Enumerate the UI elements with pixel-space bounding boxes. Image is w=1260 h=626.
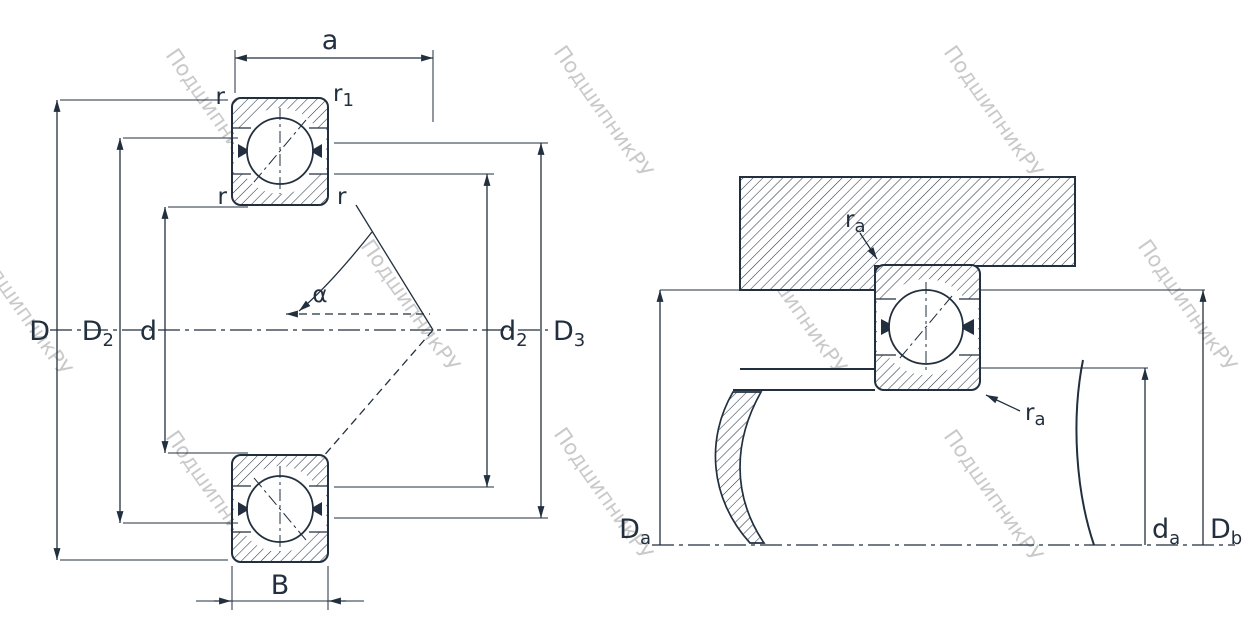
alpha-angle-arc	[298, 231, 373, 312]
dimension-d2: d2	[334, 173, 528, 488]
contact-angle-construction: α	[286, 204, 434, 459]
dim-label-da: da	[1152, 514, 1180, 549]
dim-label-D: D	[29, 316, 50, 347]
watermark-text: ПодшипникРУ	[549, 41, 658, 182]
dim-label-d2: d2	[499, 316, 528, 351]
mounted-bearing-section	[874, 264, 981, 391]
dimension-D: D	[29, 99, 228, 561]
dimension-Da: Da	[619, 289, 742, 549]
dim-label-r-mid-right: r	[337, 184, 347, 210]
dimension-d: d	[140, 206, 248, 454]
seal-lip	[310, 502, 322, 516]
dimension-a: a	[234, 25, 434, 122]
leader-line	[859, 232, 878, 260]
bearing-bottom-section	[231, 454, 329, 563]
watermark-text: ПодшипникРУ	[0, 239, 77, 380]
dimension-B: B	[196, 566, 364, 610]
shaft-outline	[714, 359, 1148, 546]
dim-label-r-mid-left: r	[218, 184, 228, 210]
dim-label-Da: Da	[619, 514, 651, 549]
leader-line	[985, 394, 1021, 412]
contact-line-extension	[321, 329, 434, 459]
dim-label-r1: r1	[333, 81, 354, 111]
shaft-right-contour	[1075, 359, 1095, 546]
dim-label-alpha: α	[312, 282, 327, 308]
seal-lip	[238, 144, 250, 158]
watermark-text: ПодшипникРУ	[1133, 235, 1242, 376]
bearing-top-section	[231, 97, 329, 206]
right-view-mounting-section: ra ra Da da Db	[619, 176, 1242, 549]
shaft-break-section	[714, 391, 766, 544]
ball-centerline-diagonal	[253, 477, 307, 541]
watermark-text: ПодшипникРУ	[939, 41, 1048, 182]
dim-label-D2: D2	[82, 316, 114, 351]
seal-lip	[238, 502, 250, 516]
left-view-bearing-section: α a r1 r r r D D2	[29, 25, 585, 610]
dimension-D3: D3	[334, 142, 585, 519]
dim-label-Db: Db	[1210, 514, 1242, 549]
dim-label-d: d	[140, 316, 157, 347]
dimension-da: da	[1141, 368, 1180, 549]
dim-label-ra-top: ra	[845, 207, 866, 237]
fillet-radius-top: ra	[845, 207, 878, 260]
ball-centerline-diagonal	[253, 119, 307, 183]
fillet-radius-bottom: ra	[985, 394, 1046, 430]
dim-label-ra-bottom: ra	[1025, 400, 1046, 430]
watermark-text: ПодшипникРУ	[356, 235, 465, 376]
dim-label-B: B	[271, 570, 290, 601]
contact-line	[355, 204, 434, 331]
ball-centerline-diagonal	[899, 295, 953, 359]
dimension-Db: Db	[980, 289, 1242, 549]
seal-lip	[310, 144, 322, 158]
dim-label-r-top-left: r	[216, 84, 226, 110]
seal-lip	[959, 319, 974, 335]
dim-label-a: a	[322, 25, 339, 56]
watermark-layer: ПодшипникРУ ПодшипникРУ ПодшипникРУ Подш…	[0, 41, 1242, 567]
dimension-D2: D2	[82, 137, 238, 524]
dim-label-D3: D3	[553, 316, 585, 351]
